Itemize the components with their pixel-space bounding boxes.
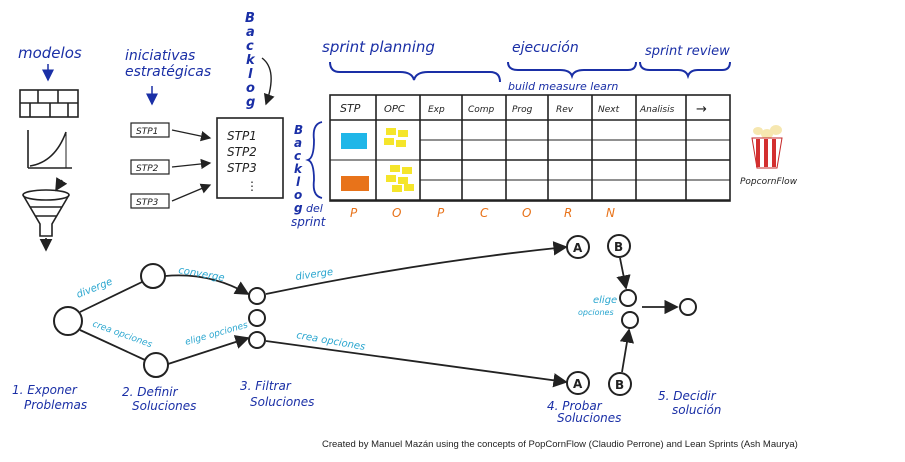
- label-iniciativas-2: estratégicas: [125, 64, 211, 80]
- svg-text:g: g: [246, 95, 255, 110]
- svg-text:k: k: [294, 162, 303, 176]
- col-comp: Comp: [468, 105, 495, 115]
- popcorn-bucket-icon: [751, 125, 783, 169]
- funnel-icon: [22, 177, 70, 252]
- col-prog: Prog: [512, 105, 533, 115]
- col-exp: Exp: [428, 105, 445, 115]
- growth-curve-icon: [27, 130, 72, 169]
- stp-card-orange: [341, 176, 369, 191]
- svg-text:k: k: [246, 53, 256, 68]
- label-del: del: [306, 202, 323, 215]
- opc-sticky-yellow-top: [384, 128, 408, 147]
- label-modelos: modelos: [18, 44, 82, 62]
- backlog-box: [216, 117, 284, 199]
- step5-line2: solución: [672, 403, 721, 417]
- step1-line1: 1. Exponer: [12, 383, 78, 397]
- backlog-item-more: ⋮: [246, 179, 258, 193]
- step2-line1: 2. Definir: [122, 385, 179, 399]
- flow-edges: [79, 241, 679, 388]
- svg-text:l: l: [296, 175, 301, 189]
- svg-text:l: l: [248, 67, 253, 82]
- label-sprint-planning: sprint planning: [322, 38, 435, 56]
- stp-to-backlog-arrows: [171, 129, 212, 202]
- col-next: Next: [598, 105, 620, 115]
- brick-wall-icon: [19, 89, 79, 118]
- opc-sticky-yellow-bottom: [386, 165, 414, 192]
- stp-small-1: STP1: [136, 127, 158, 137]
- backlog-item-2: STP2: [227, 145, 257, 159]
- backlog-del-sprint-brace: [305, 121, 323, 199]
- label-converge: converge: [177, 265, 225, 284]
- credit-line: Created by Manuel Mazán using the concep…: [322, 439, 798, 450]
- sprint-board-grid: [329, 94, 731, 202]
- label-diverge-2: diverge: [295, 267, 334, 283]
- svg-text:B: B: [294, 123, 303, 137]
- col-rev: Rev: [556, 105, 574, 115]
- stp-small-2: STP2: [136, 164, 159, 174]
- col-arrow: →: [696, 102, 707, 117]
- svg-text:C: C: [480, 206, 489, 220]
- label-sprint-review: sprint review: [645, 44, 730, 59]
- backlog-del-sprint-vertical: B a c k l o g: [294, 123, 303, 215]
- backlog-item-1: STP1: [227, 129, 257, 143]
- backlog-curved-arrow: [261, 57, 275, 106]
- svg-text:O: O: [392, 206, 401, 220]
- svg-text:R: R: [564, 206, 572, 220]
- col-opc: OPC: [384, 104, 405, 115]
- svg-text:B: B: [245, 11, 255, 26]
- step3-line1: 3. Filtrar: [240, 379, 292, 393]
- step5-line1: 5. Decidir: [658, 389, 717, 403]
- label-elige-opciones: elige opciones: [184, 320, 249, 348]
- popcornflow-logo-text: PopcornFlow: [740, 177, 798, 187]
- backlog-vertical-label: B a c k l o g: [245, 11, 256, 110]
- step3-line2: Soluciones: [250, 395, 314, 409]
- step2-line2: Soluciones: [132, 399, 196, 413]
- node-b-bottom: B: [615, 378, 624, 392]
- stp-small-3: STP3: [136, 198, 159, 208]
- node-a-top: A: [573, 241, 583, 255]
- svg-text:o: o: [294, 188, 302, 202]
- label-opciones-2: opciones: [578, 308, 614, 317]
- label-build-measure-learn: build measure learn: [508, 80, 618, 93]
- svg-text:c: c: [246, 39, 254, 54]
- label-crea-opciones-1: crea opciones: [91, 319, 154, 350]
- node-a-bottom: A: [573, 377, 583, 391]
- svg-text:O: O: [522, 206, 531, 220]
- step4-line2: Soluciones: [557, 411, 621, 425]
- svg-text:a: a: [294, 136, 302, 150]
- step4-line1: 4. Probar: [547, 399, 603, 413]
- label-sprint: sprint: [291, 215, 327, 229]
- popcorn-letters: P O P C O R N: [350, 206, 615, 220]
- flow-node-letters: A B A B: [573, 240, 624, 392]
- stp-small-boxes: [130, 122, 170, 209]
- label-diverge-1: diverge: [75, 276, 114, 300]
- col-analisis: Analisis: [639, 105, 675, 115]
- svg-text:P: P: [350, 206, 358, 220]
- svg-text:N: N: [606, 206, 615, 220]
- svg-text:P: P: [437, 206, 445, 220]
- sprint-board-headers: STP OPC Exp Comp Prog Rev Next Analisis …: [340, 102, 707, 117]
- label-ejecucion: ejecución: [512, 40, 579, 56]
- svg-text:g: g: [294, 201, 303, 215]
- col-stp: STP: [340, 102, 361, 115]
- label-iniciativas-1: iniciativas: [125, 48, 195, 64]
- svg-text:o: o: [246, 81, 255, 96]
- stp-card-cyan: [341, 133, 367, 149]
- flow-nodes: [53, 234, 697, 396]
- backlog-item-3: STP3: [227, 161, 257, 175]
- svg-text:a: a: [246, 25, 255, 40]
- label-elige-2: elige: [593, 295, 617, 306]
- step1-line2: Problemas: [24, 398, 87, 412]
- svg-text:c: c: [294, 149, 301, 163]
- node-b-top: B: [614, 240, 623, 254]
- sprint-braces: [329, 61, 731, 83]
